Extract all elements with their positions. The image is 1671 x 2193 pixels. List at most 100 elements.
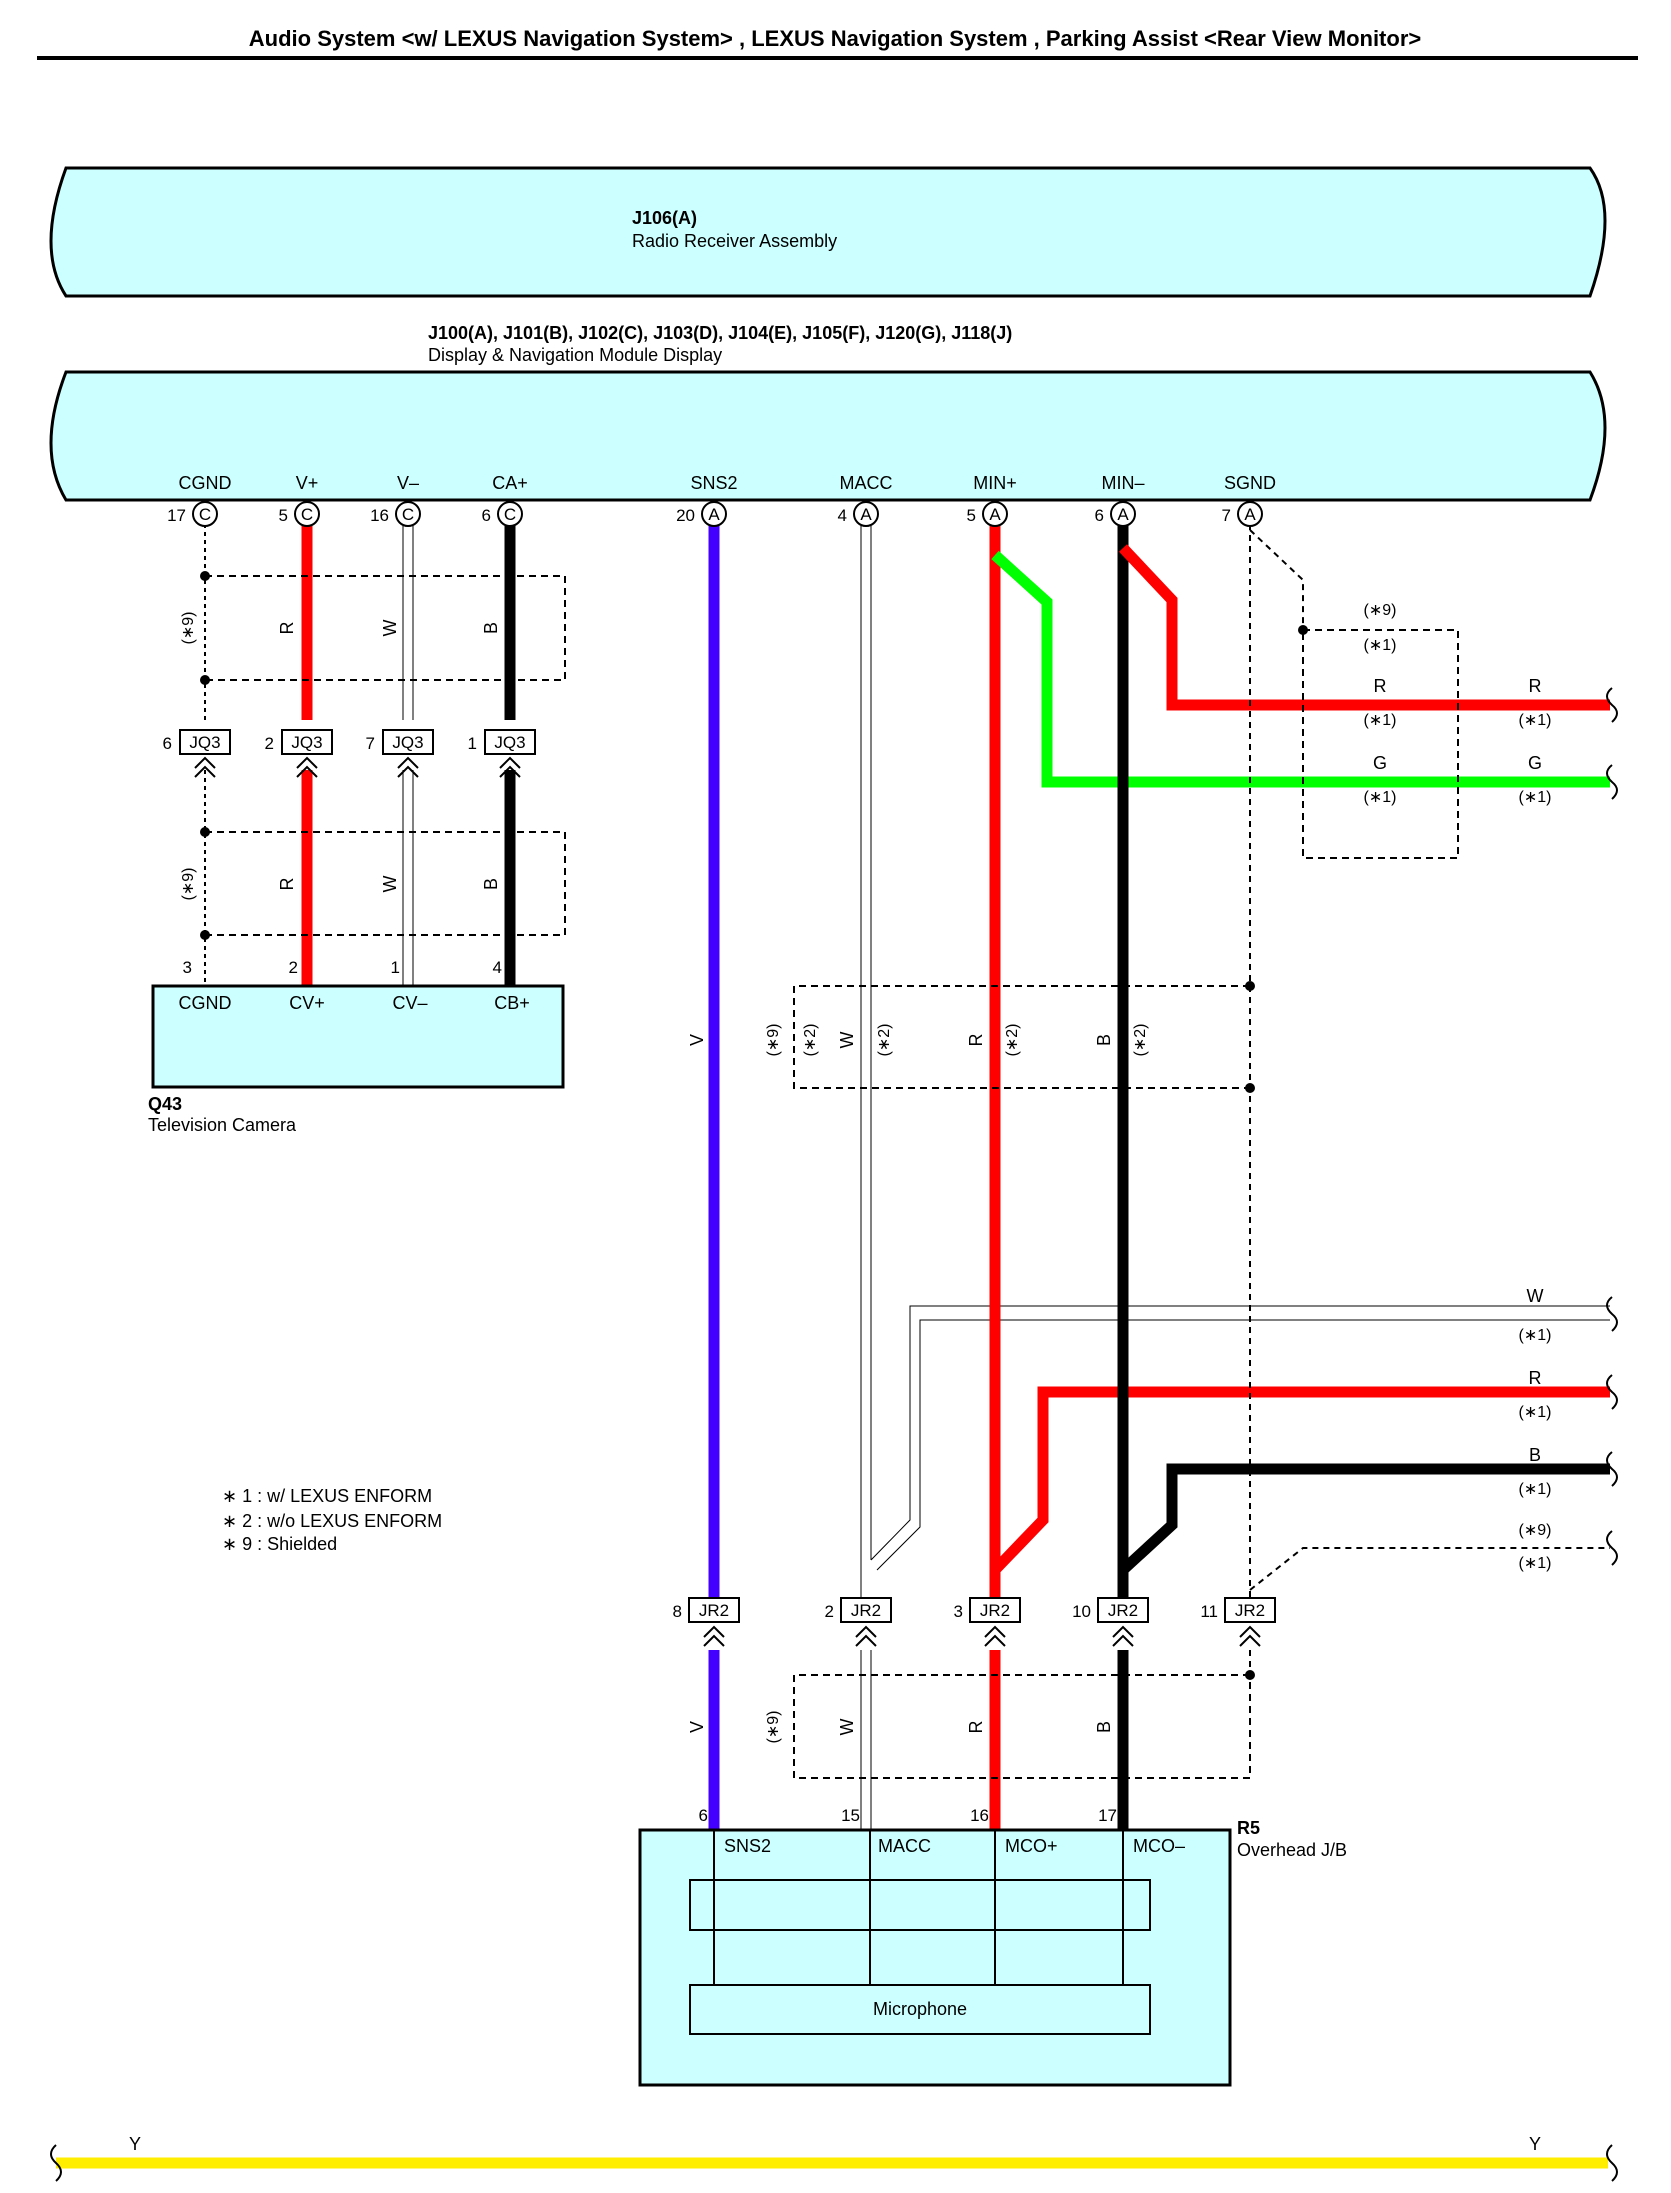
wire-v-minus: [402, 524, 414, 985]
svg-text:6: 6: [699, 1806, 708, 1825]
wire-break-right: [1606, 2144, 1618, 2182]
display-module-box: [49, 370, 1607, 502]
svg-text:(∗1): (∗1): [1519, 1327, 1552, 1344]
svg-text:R: R: [966, 1721, 986, 1734]
svg-text:JQ3: JQ3: [291, 733, 322, 752]
display-pin-sgnd: SGND A 7: [1222, 473, 1276, 527]
svg-text:CGND: CGND: [179, 993, 232, 1013]
jq3-pin-4: JQ3 1: [468, 729, 536, 778]
svg-text:B: B: [481, 622, 501, 634]
overhead-jb-box: 6 15 16 17 SNS2 MACC MCO+ MCO– Microphon…: [638, 1806, 1232, 2087]
svg-text:2: 2: [825, 1602, 834, 1621]
svg-text:(∗1): (∗1): [1364, 712, 1397, 729]
display-code: J100(A), J101(B), J102(C), J103(D), J104…: [428, 323, 1012, 343]
display-pins: CGND C 17 V+ C 5 V– C 16 CA+ C 6 SNS2 A …: [167, 473, 1276, 527]
wire-break-symbols: [1606, 687, 1618, 1566]
svg-text:C: C: [199, 505, 211, 524]
svg-text:JQ3: JQ3: [189, 733, 220, 752]
svg-text:W: W: [837, 1719, 857, 1736]
svg-text:2: 2: [265, 734, 274, 753]
svg-text:(∗2): (∗2): [1132, 1024, 1149, 1057]
svg-text:CV–: CV–: [392, 993, 427, 1013]
wire-macc: [860, 524, 1610, 1830]
jr2-pin-5: JR2 11: [1200, 1597, 1276, 1647]
svg-text:6: 6: [1095, 506, 1104, 525]
svg-text:V: V: [687, 1721, 707, 1733]
jr2-pin-2: JR2 2: [825, 1597, 892, 1647]
svg-text:CV+: CV+: [289, 993, 325, 1013]
jr2-pin-1: JR2 8: [673, 1597, 740, 1647]
svg-text:R: R: [1529, 676, 1542, 696]
svg-text:MACC: MACC: [840, 473, 893, 493]
legend: ∗ 1 : w/ LEXUS ENFORM ∗ 2 : w/o LEXUS EN…: [222, 1486, 442, 1554]
camera-wire-labels: (∗9) R W B (∗9) R W B: [180, 612, 501, 901]
legend-line-2: ∗ 2 : w/o LEXUS ENFORM: [222, 1511, 442, 1531]
svg-text:11: 11: [1200, 1602, 1218, 1621]
svg-text:4: 4: [838, 506, 847, 525]
svg-text:A: A: [989, 505, 1001, 524]
svg-text:JR2: JR2: [1108, 1601, 1138, 1620]
svg-text:16: 16: [970, 1806, 989, 1825]
shield-box-upper: [205, 575, 1459, 1779]
svg-text:W: W: [380, 876, 400, 893]
svg-text:V+: V+: [296, 473, 319, 493]
svg-text:JR2: JR2: [699, 1601, 729, 1620]
svg-text:MACC: MACC: [878, 1836, 931, 1856]
svg-text:8: 8: [673, 1602, 682, 1621]
display-pin-macc: MACC A 4: [838, 473, 893, 527]
svg-text:5: 5: [279, 506, 288, 525]
svg-text:16: 16: [370, 506, 389, 525]
svg-text:(∗1): (∗1): [1364, 789, 1397, 806]
display-pin-cgnd: CGND C 17: [167, 473, 232, 527]
svg-text:R: R: [1374, 676, 1387, 696]
svg-text:(∗1): (∗1): [1519, 1481, 1552, 1498]
svg-text:17: 17: [167, 506, 186, 525]
jr2-pin-4: JR2 10: [1072, 1597, 1149, 1647]
radio-receiver-box: [49, 166, 1607, 298]
lower-wire-labels: V (∗9) W R B: [687, 1711, 1114, 1744]
svg-text:CA+: CA+: [492, 473, 528, 493]
svg-text:JQ3: JQ3: [392, 733, 423, 752]
svg-text:20: 20: [676, 506, 695, 525]
svg-text:B: B: [1094, 1034, 1114, 1046]
wire-black-branch-lower: [1119, 1463, 1610, 1575]
svg-text:1: 1: [391, 958, 400, 977]
svg-text:B: B: [1529, 1445, 1541, 1465]
svg-text:JQ3: JQ3: [494, 733, 525, 752]
svg-text:G: G: [1528, 753, 1542, 773]
jr2-pin-3: JR2 3: [954, 1597, 1021, 1647]
camera-code: Q43: [148, 1094, 182, 1114]
upper-right-labels: (∗9) (∗1) R (∗1) R (∗1) G (∗1) G (∗1): [1364, 602, 1552, 806]
overhead-code: R5: [1237, 1818, 1260, 1838]
svg-text:(∗1): (∗1): [1519, 789, 1552, 806]
svg-text:3: 3: [183, 958, 192, 977]
svg-text:(∗2): (∗2): [1004, 1024, 1021, 1057]
svg-text:W: W: [837, 1032, 857, 1049]
display-pin-v-plus: V+ C 5: [279, 473, 320, 527]
svg-text:R: R: [966, 1034, 986, 1047]
wire-green: [991, 550, 1610, 788]
microphone-box: [689, 1984, 1151, 2035]
svg-text:V–: V–: [397, 473, 419, 493]
svg-text:C: C: [504, 505, 516, 524]
svg-text:R: R: [277, 878, 297, 891]
svg-text:7: 7: [366, 734, 375, 753]
svg-text:15: 15: [841, 1806, 860, 1825]
jq3-pin-2: JQ3 2: [265, 729, 333, 778]
svg-text:17: 17: [1098, 1806, 1117, 1825]
svg-text:SGND: SGND: [1224, 473, 1276, 493]
splice-dots: [200, 571, 1308, 1680]
svg-text:(∗9): (∗9): [180, 612, 197, 645]
svg-text:6: 6: [163, 734, 172, 753]
yellow-label-right: Y: [1529, 2134, 1541, 2154]
svg-text:(∗1): (∗1): [1519, 1404, 1552, 1421]
svg-text:JR2: JR2: [851, 1601, 881, 1620]
svg-text:A: A: [860, 505, 872, 524]
svg-text:(∗1): (∗1): [1519, 1555, 1552, 1572]
svg-text:(∗1): (∗1): [1519, 712, 1552, 729]
svg-text:B: B: [1094, 1721, 1114, 1733]
svg-text:10: 10: [1072, 1602, 1091, 1621]
camera-name: Television Camera: [148, 1115, 297, 1135]
jq3-pin-3: JQ3 7: [366, 729, 434, 778]
